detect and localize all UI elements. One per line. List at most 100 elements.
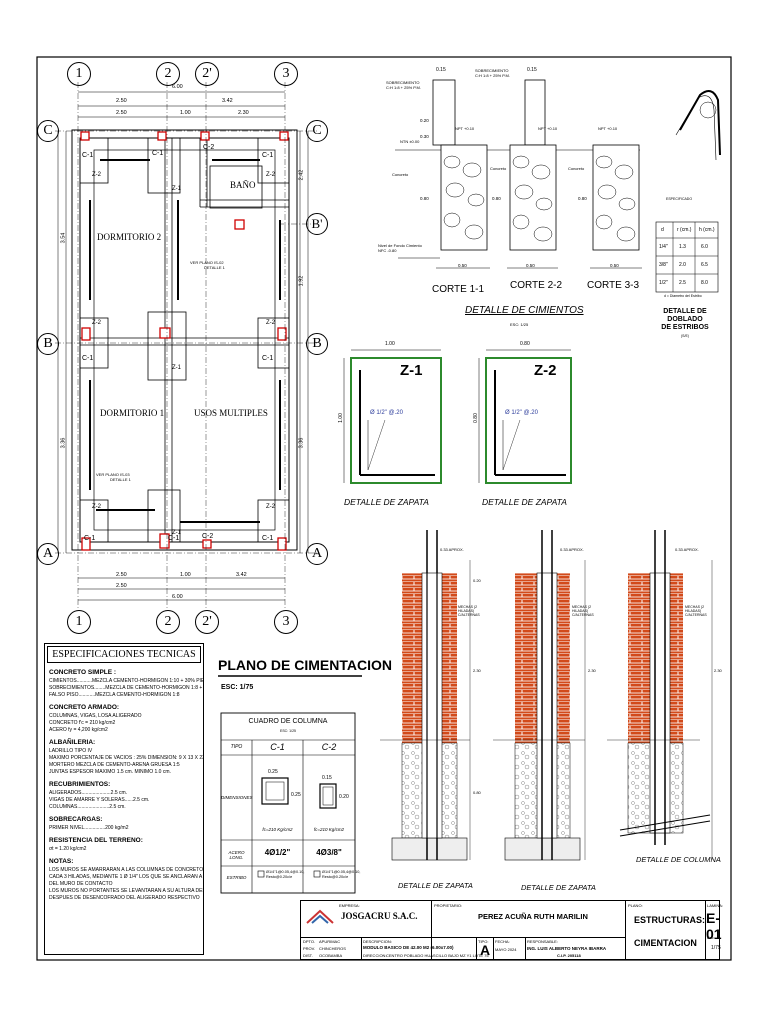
cim-npt-1: NPT +0.10 bbox=[455, 126, 475, 131]
spec-head-4: SOBRECARGAS: bbox=[49, 816, 103, 823]
label-c1: C-1 bbox=[262, 355, 274, 362]
cim-h2-1: 0.30 bbox=[420, 134, 429, 139]
dim-bottom-c: 3.42 bbox=[236, 572, 247, 578]
cimientos-sections bbox=[395, 79, 642, 269]
zapata-z1-title: DETALLE DE ZAPATA bbox=[344, 497, 429, 507]
spec-line: σt = 1.20 kg/cm2 bbox=[49, 846, 87, 852]
label-z2: Z-2 bbox=[92, 172, 101, 178]
cim-dim-d2: 0.15 bbox=[527, 67, 537, 73]
cuadro-title: CUADRO DE COLUMNA bbox=[248, 718, 328, 725]
cim-h1-1: 0.20 bbox=[420, 118, 429, 123]
lamina-label: LAMINA: bbox=[707, 903, 724, 908]
spec-line: COLUMNAS.......................2.5 cm. bbox=[49, 804, 126, 810]
cim-concreto-1: Concreto bbox=[392, 172, 409, 177]
specs-title: ESPECIFICACIONES TECNICAS bbox=[47, 646, 201, 663]
dim-top-c: 2.50 bbox=[116, 110, 127, 116]
zapata-z2-name: Z-2 bbox=[534, 362, 557, 379]
dim-bottom-total: 6.00 bbox=[172, 594, 183, 600]
room-usos-multiples: USOS MULTIPLES bbox=[194, 408, 268, 418]
label-c1: C-1 bbox=[82, 355, 94, 362]
cuadro-est1: Ø1/4"1@0.05,4@0.10, Resto@0.20c/e bbox=[266, 870, 305, 879]
foundation-plan bbox=[55, 82, 318, 610]
zapata-z1-name: Z-1 bbox=[400, 362, 423, 379]
spec-line: PRIMER NIVEL...............200 kg/m2 bbox=[49, 825, 129, 831]
cim-w2: 0.50 bbox=[526, 263, 535, 268]
spec-head-0: CONCRETO SIMPLE : bbox=[49, 669, 117, 676]
fecha-label: FECHA: bbox=[495, 939, 510, 944]
label-c2: C-2 bbox=[202, 533, 214, 540]
dim-left-2: 3.36 bbox=[60, 437, 67, 449]
col-dim-5: 2.30 bbox=[714, 668, 722, 673]
cim-concreto-2: Concreto bbox=[490, 166, 507, 171]
spec-line: ALIGERADOS.....................2.5 cm. bbox=[49, 790, 128, 796]
prov-value: CHINCHEROS bbox=[319, 946, 346, 951]
label-z1: Z-1 bbox=[172, 530, 181, 536]
dim-top-total: 6.00 bbox=[172, 84, 183, 90]
cuadro-c2: C-2 bbox=[321, 742, 337, 752]
spec-line: VIGAS DE AMARRE Y SOLERAS......2.5 cm. bbox=[49, 797, 150, 803]
cuadro-esc: ESC: 1/25 bbox=[280, 729, 296, 733]
spec-line: DEL MURO DE CONTACTO bbox=[49, 881, 113, 887]
label-c1: C-1 bbox=[84, 535, 96, 542]
axis-bubble-right-a: A bbox=[306, 543, 328, 565]
cuadro-c2-dim-a: 0.15 bbox=[322, 775, 332, 781]
dim-top-a: 2.50 bbox=[116, 98, 127, 104]
dir-value: CENTRO POBLADO HUASCILLO BAJO MZ Y1 LOTE… bbox=[386, 953, 489, 958]
label-z2: Z-2 bbox=[266, 172, 275, 178]
spec-line: MORTERO MEZCLA DE CEMENTO-ARENA GRUESA 1… bbox=[49, 762, 180, 768]
col-dim-3: 0.80 bbox=[473, 790, 481, 795]
col-aprox-1: 0.33 APROX. bbox=[440, 547, 464, 552]
cuadro-estribo: ESTRIBO bbox=[226, 875, 247, 880]
room-dormitorio-2: DORMITORIO 2 bbox=[97, 232, 162, 242]
corte-1-1: CORTE 1-1 bbox=[432, 284, 485, 295]
label-z2: Z-2 bbox=[266, 504, 275, 510]
zapata-z1-bar: Ø 1/2" @.20 bbox=[370, 410, 403, 416]
col-mechas-3: MECHAS (2 HILADAS) C/ALTERNAS bbox=[685, 605, 707, 617]
dim-top-e: 2.30 bbox=[238, 110, 249, 116]
cuadro-acero: ACERO LONG. bbox=[228, 850, 245, 860]
dim-bottom-d: 2.50 bbox=[116, 583, 127, 589]
plano-scale: ESC: 1/75 bbox=[221, 684, 254, 691]
spec-line: DESPUES DE DESENCOFRADO DEL ALIGERADO RE… bbox=[49, 895, 200, 901]
axis-bubble-right-bp: B' bbox=[306, 213, 328, 235]
spec-line: LADRILLO TIPO IV bbox=[49, 748, 93, 754]
plano-label: PLANO: bbox=[628, 903, 643, 908]
cuadro-acero1: 4Ø1/2" bbox=[264, 848, 291, 857]
col-zapata-title-1: DETALLE DE ZAPATA bbox=[398, 881, 473, 890]
label-c1: C-1 bbox=[262, 152, 274, 159]
cip-value: C.I.P. 205118 bbox=[557, 953, 581, 958]
lamina-number: E-01 bbox=[706, 910, 722, 942]
propietario-name: PEREZ ACUÑA RUTH MARILIN bbox=[478, 912, 588, 921]
zapata-details bbox=[343, 349, 572, 484]
cuadro-c1-dim-a: 0.25 bbox=[268, 769, 278, 775]
cuadro-c2-dim-b: 0.20 bbox=[339, 794, 349, 800]
cuadro-fc2: fc=210 Kg/cm2 bbox=[313, 827, 345, 832]
room-dormitorio-1: DORMITORIO 1 bbox=[100, 408, 165, 418]
estribo-spec-label: ESPECIFICADO bbox=[666, 197, 693, 201]
axis-bubble-bottom-1: 1 bbox=[67, 610, 91, 634]
estribo-note: d = Diametro del Estribo bbox=[664, 294, 702, 298]
label-c1: C-1 bbox=[168, 535, 180, 542]
cim-concreto-3: Concreto bbox=[568, 166, 585, 171]
cim-dim-d1: 0.15 bbox=[436, 67, 446, 73]
label-c1: C-1 bbox=[262, 535, 274, 542]
label-z2: Z-2 bbox=[92, 320, 101, 326]
zapata-z1-width: 1.00 bbox=[385, 341, 395, 347]
dpto-label: DPTO. bbox=[303, 939, 316, 944]
col-aprox-3: 0.33 APROX. bbox=[675, 547, 699, 552]
empresa-label: EMPRESA: bbox=[339, 903, 360, 908]
spec-head-6: NOTAS: bbox=[49, 858, 74, 865]
axis-bubble-top-1: 1 bbox=[67, 62, 91, 86]
spec-head-1: CONCRETO ARMADO: bbox=[49, 704, 120, 711]
spec-line: COLUMNAS, VIGAS, LOSA ALIGERADO bbox=[49, 713, 142, 719]
dist-label: DIST. bbox=[303, 953, 313, 958]
tipo-value: A bbox=[480, 942, 491, 958]
axis-bubble-left-c: C bbox=[37, 120, 59, 142]
zapata-z1-height: 1.00 bbox=[337, 413, 344, 423]
room-bano: BAÑO bbox=[230, 180, 256, 190]
